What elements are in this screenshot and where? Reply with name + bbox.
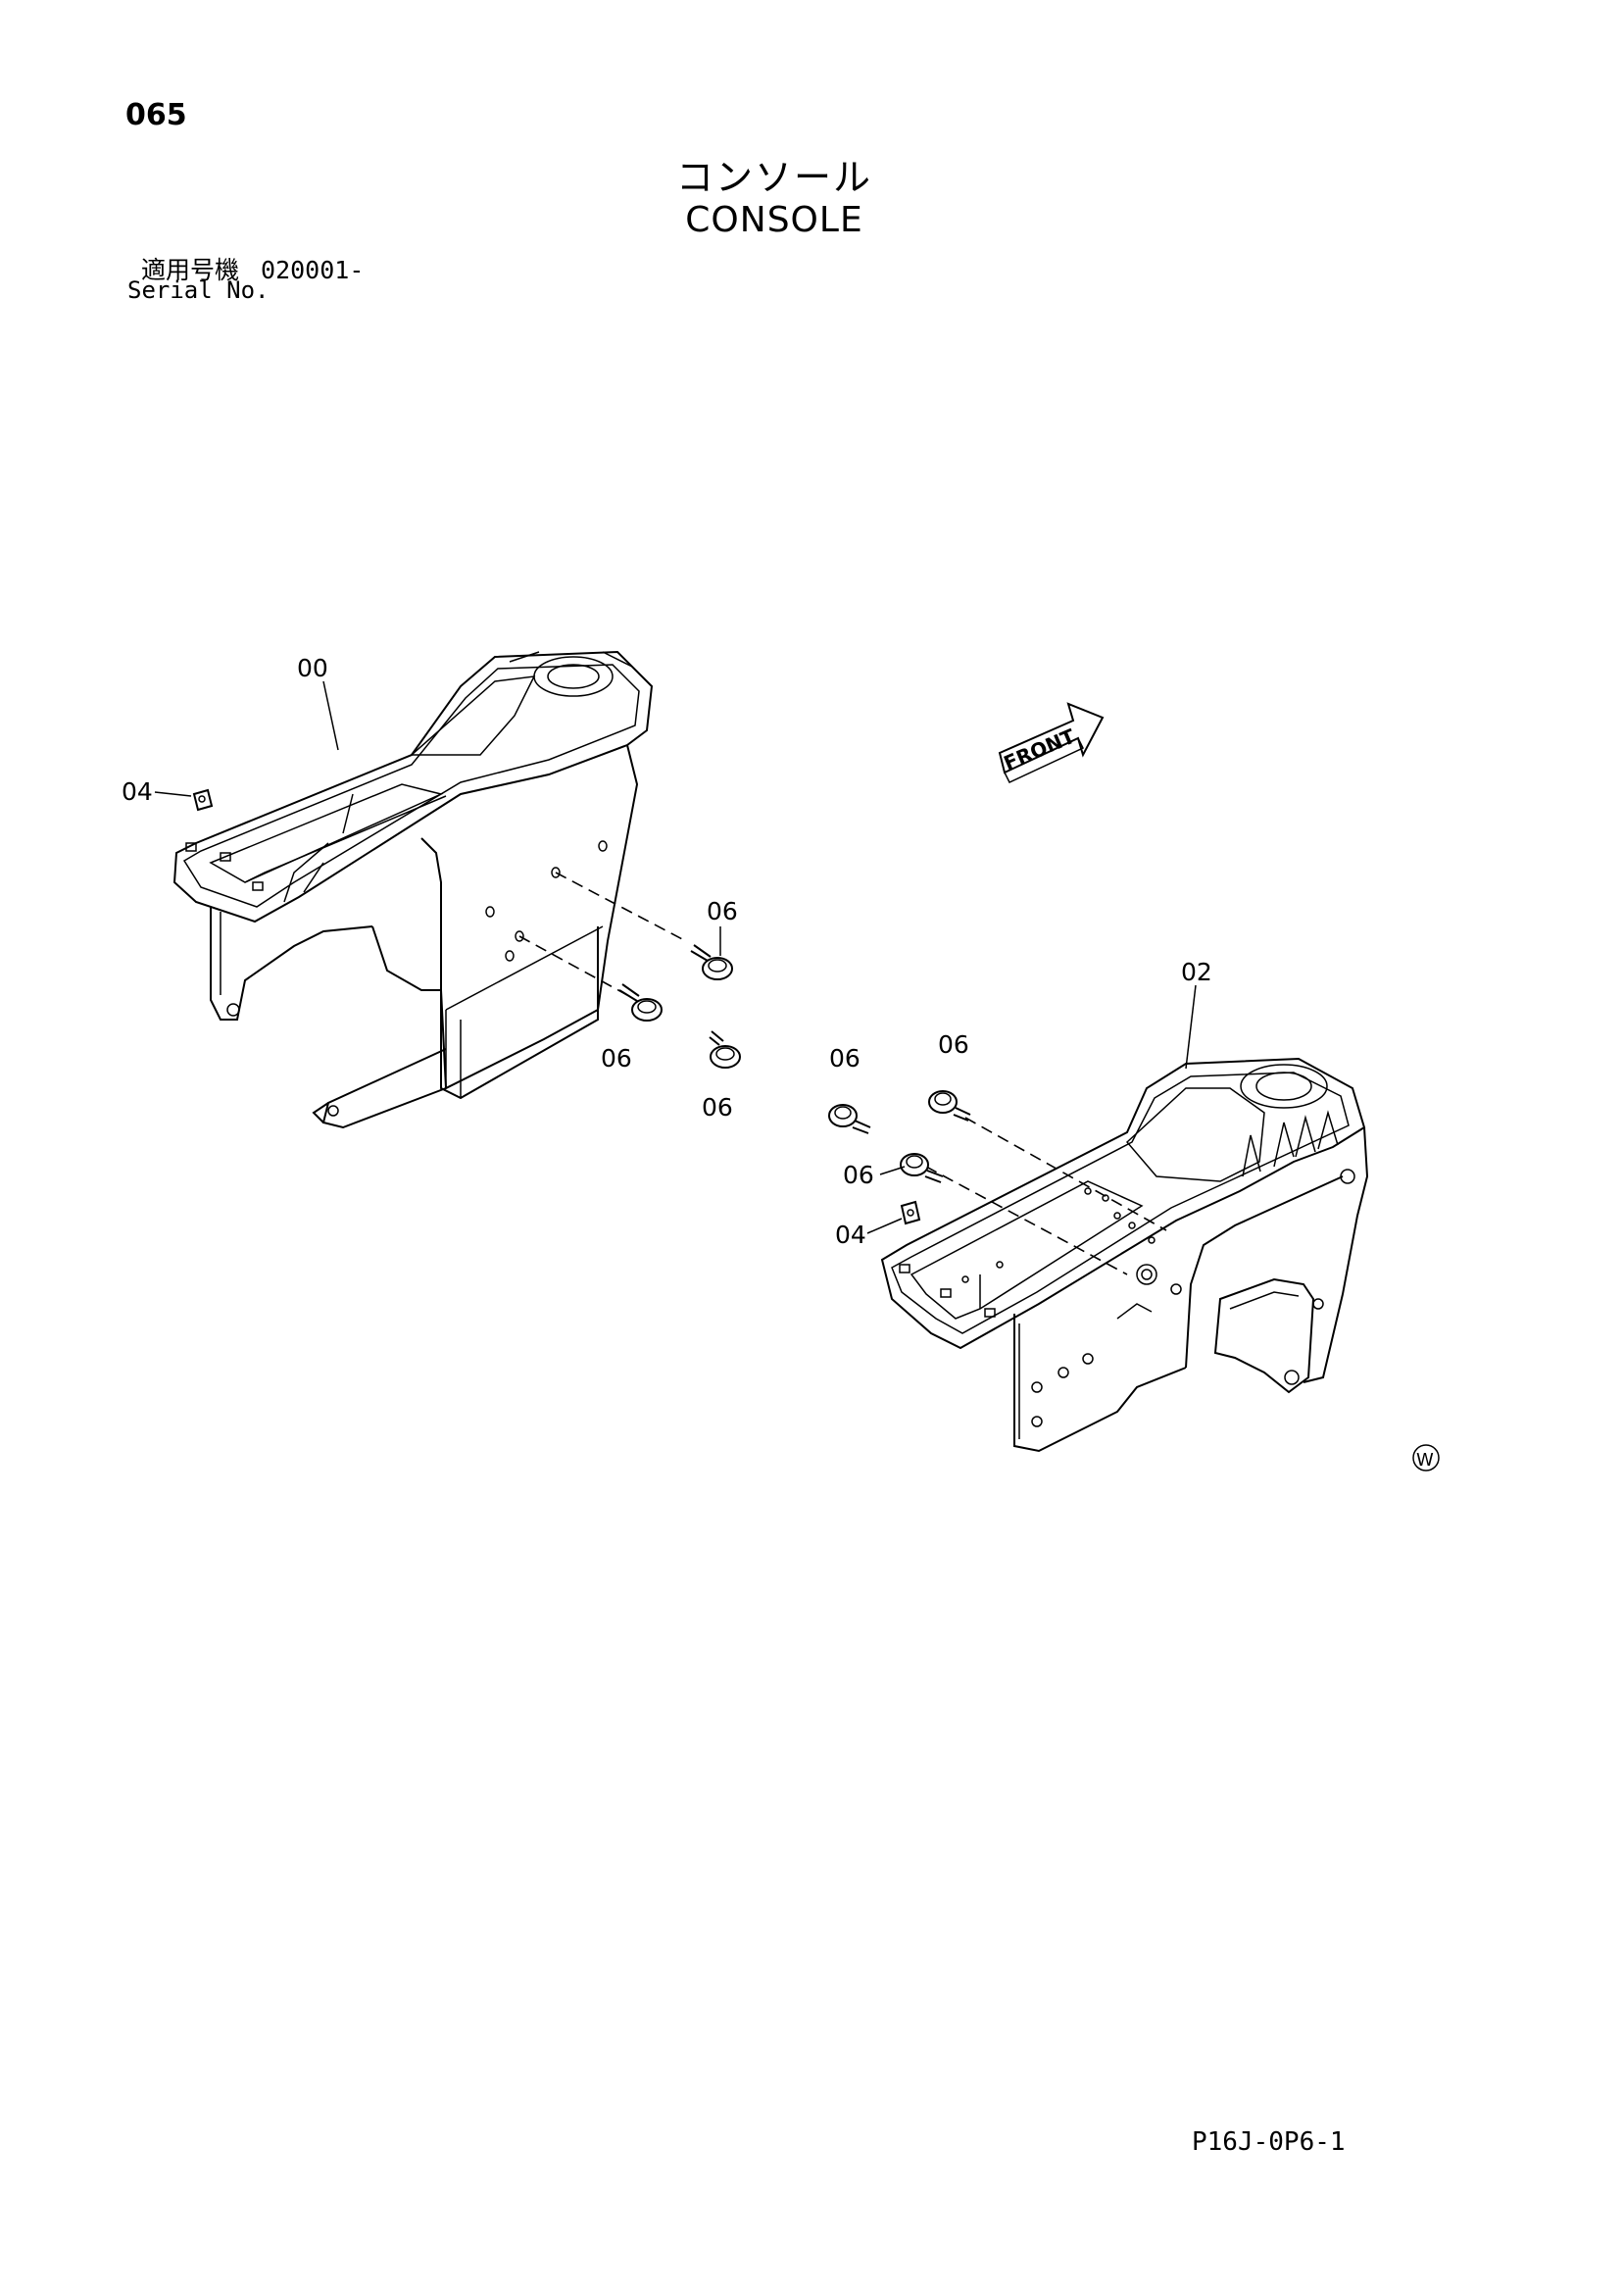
callout-06-right-a: 06 — [829, 1044, 861, 1073]
callout-06-right-c: 06 — [843, 1161, 874, 1189]
serial-label-japanese: 適用号機 — [141, 256, 240, 284]
leader-00 — [322, 680, 339, 751]
bolt-06-b — [618, 983, 663, 1022]
callout-00: 00 — [297, 654, 328, 682]
callout-06-right-b: 06 — [938, 1030, 969, 1059]
serial-label-english: Serial No. — [127, 276, 270, 304]
front-direction-arrow: FRONT — [998, 702, 1105, 783]
serial-value: 020001- — [261, 256, 365, 284]
w-mark-symbol: W — [1412, 1444, 1440, 1472]
bolt-06-e — [928, 1090, 971, 1122]
callout-06-bottom-left: 06 — [702, 1093, 733, 1122]
w-mark-letter: W — [1416, 1450, 1434, 1471]
callout-04-left: 04 — [122, 777, 153, 806]
bolt-06-c — [709, 1030, 741, 1069]
bolt-06-f — [900, 1153, 944, 1183]
console-assembly-02 — [880, 1057, 1369, 1453]
bolt-06-d — [828, 1104, 871, 1134]
bolt-06-a — [690, 944, 733, 980]
page-title-english: CONSOLE — [685, 200, 863, 240]
console-assembly-00 — [172, 650, 654, 1129]
callout-04-right: 04 — [835, 1221, 866, 1249]
page-number: 065 — [125, 98, 187, 132]
drawing-code: P16J-0P6-1 — [1192, 2127, 1346, 2157]
callout-02: 02 — [1181, 958, 1212, 986]
leader-04b — [866, 1218, 903, 1234]
leader-02 — [1185, 984, 1197, 1070]
page-title-japanese: コンソール — [675, 156, 872, 199]
callout-06-lower-left: 06 — [601, 1044, 632, 1073]
front-arrow-label: FRONT — [1001, 724, 1079, 775]
leader-06e-line — [879, 1166, 906, 1175]
serial-applicability-japanese: 適用号機 020001- — [141, 251, 364, 286]
callout-06-upper-left: 06 — [707, 897, 738, 925]
leader-04a — [154, 791, 192, 797]
